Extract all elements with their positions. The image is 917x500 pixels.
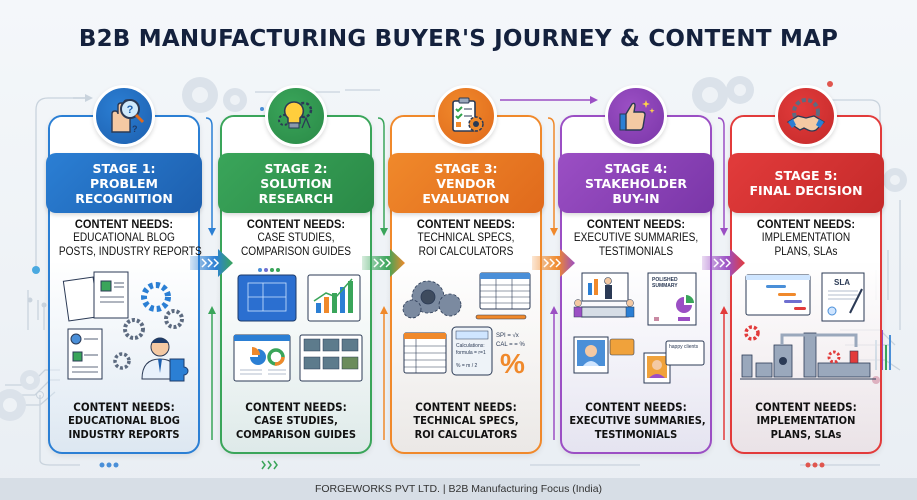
clipboard-checklist-gear-icon	[435, 85, 497, 147]
stage-card-1: ?? STAGE 1: PROBLEM RECOGNITION CONTENT …	[46, 85, 202, 454]
content-needs-line: ROI CALCULATORS	[418, 246, 514, 258]
content-needs-bottom: CONTENT NEEDS: EDUCATIONAL BLOG INDUSTRY…	[50, 400, 198, 442]
content-needs-bottom: CONTENT NEEDS: IMPLEMENTATION PLANS, SLA…	[732, 400, 880, 442]
svg-text:CAL = = %: CAL = = %	[496, 342, 525, 348]
content-needs-top: CONTENT NEEDS: EXECUTIVE SUMMARIES, TEST…	[562, 217, 710, 259]
content-needs-label: CONTENT NEEDS:	[74, 217, 174, 231]
flow-connector	[205, 117, 216, 440]
content-needs-label: CONTENT NEEDS:	[586, 217, 686, 231]
content-needs-top: CONTENT NEEDS: CASE STUDIES, COMPARISON …	[222, 217, 370, 259]
content-needs-label: CONTENT NEEDS:	[416, 217, 516, 231]
flow-arrow-icon	[190, 248, 234, 278]
content-needs-line: EDUCATIONAL BLOG	[73, 232, 175, 244]
svg-text:SUMMARY: SUMMARY	[652, 283, 678, 289]
content-needs-top: CONTENT NEEDS: IMPLEMENTATION PLANS, SLA…	[732, 217, 880, 259]
footer: FORGEWORKS PVT LTD. | B2B Manufacturing …	[0, 478, 917, 500]
illustration-gears-spec-tables-calculator: Calculations: formula = r=1 % = m / 2 SP…	[398, 267, 534, 395]
stage-number: STAGE 3:	[434, 160, 498, 176]
lightbulb-gears-compass-icon	[265, 85, 327, 147]
stage-name-line1: FINAL DECISION	[749, 183, 863, 198]
stage-name-line1: STAKEHOLDER	[584, 175, 688, 191]
page-title: B2B MANUFACTURING BUYER'S JOURNEY & CONT…	[78, 26, 839, 52]
svg-text:% = m / 2: % = m / 2	[456, 363, 477, 369]
stage-number: STAGE 2:	[264, 160, 328, 176]
content-needs-line: ROI CALCULATORS	[414, 428, 518, 441]
content-needs-line: TESTIMONIALS	[598, 246, 674, 258]
stage-banner: STAGE 2: SOLUTION RESEARCH	[218, 153, 374, 213]
content-needs-line: CASE STUDIES,	[257, 232, 335, 244]
content-needs-bottom: CONTENT NEEDS: EXECUTIVE SUMMARIES, TEST…	[562, 400, 710, 442]
calc-label: Calculations:	[456, 343, 485, 349]
stage-name-line2: EVALUATION	[422, 190, 510, 206]
content-needs-line: IMPLEMENTATION	[756, 414, 856, 427]
handshake-gear-contract-icon	[775, 85, 837, 147]
svg-text:SPI = √x: SPI = √x	[496, 332, 519, 339]
stage-name-line1: VENDOR	[436, 175, 496, 191]
content-needs-label: CONTENT NEEDS:	[755, 400, 857, 414]
svg-text:formula = r=1: formula = r=1	[456, 350, 486, 356]
content-needs-line: COMPARISON GUIDES	[240, 246, 352, 258]
content-needs-line: TECHNICAL SPECS,	[417, 232, 515, 244]
content-needs-line: PLANS, SLAs	[774, 246, 838, 258]
stage-card-2: STAGE 2: SOLUTION RESEARCH CONTENT NEEDS…	[218, 85, 374, 454]
content-needs-label: CONTENT NEEDS:	[756, 217, 856, 231]
content-needs-line: TECHNICAL SPECS,	[413, 414, 519, 427]
thumbs-up-presentation-icon	[605, 85, 667, 147]
content-needs-top: CONTENT NEEDS: TECHNICAL SPECS, ROI CALC…	[392, 217, 540, 259]
svg-text:?: ?	[132, 124, 138, 134]
flow-arrow-icon	[532, 248, 576, 278]
content-needs-line: IMPLEMENTATION	[761, 232, 851, 244]
stage-card-4: STAGE 4: STAKEHOLDER BUY-IN CONTENT NEED…	[558, 85, 714, 454]
stage-card-5: STAGE 5: FINAL DECISION CONTENT NEEDS: I…	[728, 85, 884, 454]
content-needs-line: EDUCATIONAL BLOG	[68, 414, 180, 427]
stage-card-3: STAGE 3: VENDOR EVALUATION CONTENT NEEDS…	[388, 85, 544, 454]
content-needs-line: CASE STUDIES,	[254, 414, 338, 427]
content-needs-line: EXECUTIVE SUMMARIES,	[573, 232, 699, 244]
content-needs-line: COMPARISON GUIDES	[235, 428, 357, 441]
stage-number: STAGE 4:	[604, 160, 668, 176]
svg-text:SLA: SLA	[834, 278, 850, 287]
stage-banner: STAGE 5: FINAL DECISION	[728, 153, 884, 213]
illustration-blueprint-charts-photo-gallery	[228, 267, 364, 395]
flow-connector	[377, 117, 388, 440]
content-needs-label: CONTENT NEEDS:	[245, 400, 347, 414]
stage-name-line1: PROBLEM	[90, 175, 158, 191]
illustration-gantt-sla-factory-line: SLA	[738, 267, 876, 395]
content-needs-line: POSTS, INDUSTRY REPORTS	[58, 246, 202, 258]
svg-text:happy clients: happy clients	[669, 344, 699, 350]
stage-name-line2: BUY-IN	[612, 190, 660, 206]
stage-banner: STAGE 4: STAKEHOLDER BUY-IN	[558, 153, 714, 213]
stage-banner: STAGE 3: VENDOR EVALUATION	[388, 153, 544, 213]
content-needs-label: CONTENT NEEDS:	[415, 400, 517, 414]
stage-banner: STAGE 1: PROBLEM RECOGNITION	[46, 153, 202, 213]
illustration-meeting-summary-testimonials: POLISHED SUMMARY happy clients	[568, 267, 705, 395]
content-needs-line: EXECUTIVE SUMMARIES,	[569, 414, 706, 427]
content-needs-label: CONTENT NEEDS:	[73, 400, 175, 414]
stage-name-line2: RECOGNITION	[75, 190, 173, 206]
content-needs-label: CONTENT NEEDS:	[246, 217, 346, 231]
content-needs-line: INDUSTRY REPORTS	[68, 428, 180, 441]
content-needs-bottom: CONTENT NEEDS: TECHNICAL SPECS, ROI CALC…	[392, 400, 540, 442]
content-needs-top: CONTENT NEEDS: EDUCATIONAL BLOG POSTS, I…	[50, 217, 202, 259]
svg-text:%: %	[500, 348, 525, 379]
content-needs-line: TESTIMONIALS	[594, 428, 678, 441]
flow-connector	[547, 117, 558, 440]
svg-text:?: ?	[127, 104, 134, 116]
content-needs-line: PLANS, SLAs	[770, 428, 842, 441]
flow-connector	[717, 117, 728, 440]
stage-name-line1: SOLUTION	[260, 175, 332, 191]
stage-number: STAGE 1:	[92, 160, 156, 176]
stage-name-line2: RESEARCH	[258, 190, 334, 206]
flow-arrow-icon	[702, 248, 746, 278]
content-needs-bottom: CONTENT NEEDS: CASE STUDIES, COMPARISON …	[222, 400, 370, 442]
content-needs-label: CONTENT NEEDS:	[585, 400, 687, 414]
hand-magnifier-question-icon: ??	[93, 85, 155, 147]
svg-text:POLISHED: POLISHED	[652, 277, 678, 283]
stage-number: STAGE 5:	[774, 168, 838, 183]
illustration-documents-gears-person-puzzle	[56, 267, 192, 395]
flow-arrow-icon	[362, 248, 406, 278]
